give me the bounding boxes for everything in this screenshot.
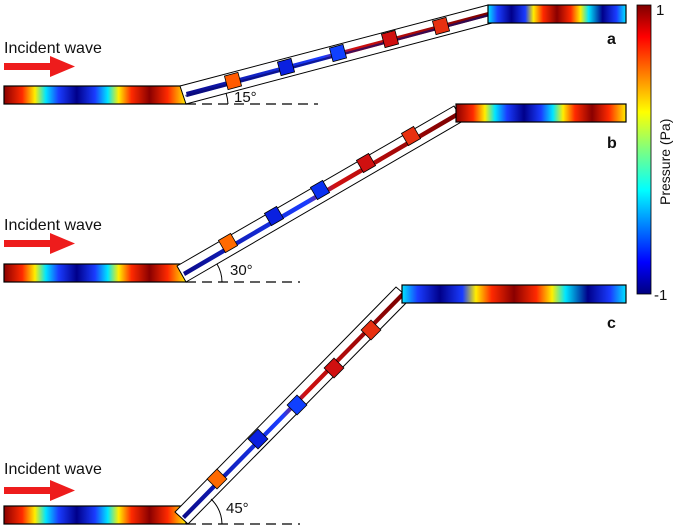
output-waveguide <box>401 284 627 304</box>
unit-cell <box>263 205 285 227</box>
output-waveguide <box>487 4 627 24</box>
unit-cell <box>276 57 296 77</box>
incident-arrow-icon <box>4 56 75 77</box>
output-waveguide <box>455 103 627 123</box>
incident-arrow-icon <box>4 480 75 501</box>
angle-label: 45° <box>226 500 249 517</box>
incident-wave-label: Incident wave <box>4 40 102 57</box>
unit-cell <box>400 125 422 147</box>
incident-arrow-icon <box>4 233 75 254</box>
unit-cell <box>247 428 269 450</box>
unit-cell <box>309 179 331 201</box>
unit-cell <box>355 152 377 174</box>
incident-wave-label: Incident wave <box>4 217 102 234</box>
unit-cell <box>217 232 239 254</box>
colorbar-min-label: -1 <box>654 287 667 304</box>
angle-label: 15° <box>234 89 257 106</box>
panel-a: Incident wave 15° a <box>3 4 627 106</box>
input-waveguide <box>3 505 187 525</box>
panel-letter: b <box>607 135 617 152</box>
unit-cell <box>223 71 243 91</box>
unit-cell <box>380 29 400 49</box>
angle-arc <box>210 498 223 525</box>
panel-c: Incident wave 45° c <box>3 284 627 525</box>
input-waveguide <box>3 85 187 105</box>
unit-cell <box>323 357 345 379</box>
unit-cells <box>217 125 422 254</box>
colorbar-max-label: 1 <box>656 2 664 19</box>
incident-wave-label: Incident wave <box>4 461 102 478</box>
unit-cells <box>223 16 451 91</box>
colorbar-scale <box>636 4 652 295</box>
angle-arc <box>225 92 229 105</box>
panel-b: Incident wave 30° b <box>3 103 627 283</box>
unit-cell <box>360 319 382 341</box>
colorbar-title: Pressure (Pa) <box>657 119 673 205</box>
panel-letter: a <box>607 31 616 48</box>
angle-arc <box>216 263 223 283</box>
colorbar: 1 -1 Pressure (Pa) <box>636 2 673 304</box>
angle-label: 30° <box>230 262 253 279</box>
unit-cell <box>431 16 451 36</box>
unit-cells <box>206 319 382 490</box>
panel-letter: c <box>607 315 616 332</box>
unit-cell <box>328 43 348 63</box>
input-waveguide <box>3 263 187 283</box>
unit-cell <box>286 394 308 416</box>
unit-cell <box>206 468 228 490</box>
